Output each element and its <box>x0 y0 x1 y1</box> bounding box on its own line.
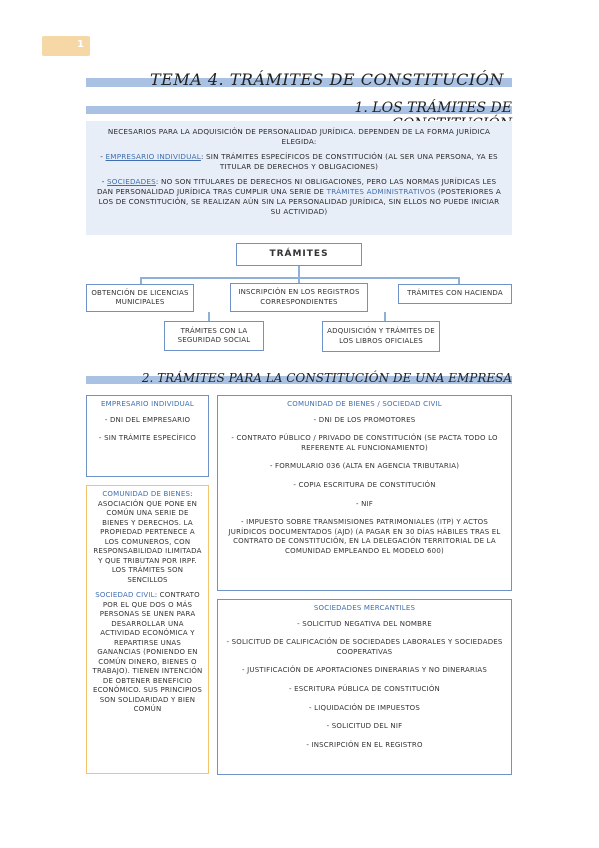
individual-text: : SIN TRÁMITES ESPECÍFICOS DE CONSTITUCI… <box>200 152 498 171</box>
connector-lower-right <box>384 312 386 322</box>
section2-highlight-band <box>86 376 512 384</box>
connector-right <box>458 277 460 285</box>
comunidad-item: - CONTRATO PÚBLICO / PRIVADO DE CONSTITU… <box>231 434 498 452</box>
tramite-libros-box: ADQUISICIÓN Y TRÁMITES DE LOS LIBROS OFI… <box>322 321 440 352</box>
connector-vertical <box>298 266 300 278</box>
sociedades-text-b: (POSTERIORES A LOS DE CONSTITUCIÓN, SE R… <box>98 187 502 216</box>
mercantiles-item: - SOLICITUD NEGATIVA DEL NOMBRE <box>297 619 432 628</box>
mercantiles-item: - SOLICITUD DE CALIFICACIÓN DE SOCIEDADE… <box>226 638 503 656</box>
sc-text: : CONTRATO POR EL QUE DOS O MÁS PERSONAS… <box>92 591 203 713</box>
intro-box: NECESARIOS PARA LA ADQUISICIÓN DE PERSON… <box>86 121 512 235</box>
title-highlight-band <box>86 78 512 87</box>
mercantiles-panel: SOCIEDADES MERCANTILES - SOLICITUD NEGAT… <box>217 599 512 775</box>
mercantiles-item: - ESCRITURA PÚBLICA DE CONSTITUCIÓN <box>289 684 440 693</box>
individual-panel: EMPRESARIO INDIVIDUAL - DNI DEL EMPRESAR… <box>86 395 209 477</box>
connector-lower-left <box>208 312 210 322</box>
sociedades-text-a: : NO SON TITULARES DE DERECHOS NI OBLIGA… <box>96 177 497 196</box>
comunidad-item: - FORMULARIO 036 (ALTA EN AGENCIA TRIBUT… <box>269 462 460 471</box>
tramite-licencias-box: OBTENCIÓN DE LICENCIAS MUNICIPALES <box>86 284 194 312</box>
definitions-box: COMUNIDAD DE BIENES: ASOCIACIÓN QUE PONE… <box>86 485 209 774</box>
sociedades-term: SOCIEDADES <box>107 177 156 186</box>
mercantiles-item: - INSCRIPCIÓN EN EL REGISTRO <box>306 740 423 749</box>
mercantiles-item: - JUSTIFICACIÓN DE APORTACIONES DINERARI… <box>242 666 487 675</box>
intro-paragraph: NECESARIOS PARA LA ADQUISICIÓN DE PERSON… <box>107 127 491 146</box>
intro-individual: - EMPRESARIO INDIVIDUAL: SIN TRÁMITES ES… <box>100 152 498 171</box>
individual-item: - SIN TRÁMITE ESPECÍFICO <box>98 434 197 443</box>
tramite-registros-box: INSCRIPCIÓN EN LOS REGISTROS CORRESPONDI… <box>230 283 368 312</box>
tramites-admin-term: TRÁMITES ADMINISTRATIVOS <box>326 187 436 196</box>
comunidad-item: - IMPUESTO SOBRE TRANSMISIONES PATRIMONI… <box>228 518 501 555</box>
tramites-label-box: TRÁMITES <box>236 243 362 266</box>
comunidad-item: - NIF <box>355 499 374 508</box>
cb-text: : ASOCIACIÓN QUE PONE EN COMÚN UNA SERIE… <box>93 490 202 584</box>
mercantiles-item: - LIQUIDACIÓN DE IMPUESTOS <box>308 703 421 712</box>
individual-item: - DNI DEL EMPRESARIO <box>104 415 191 424</box>
individual-header: EMPRESARIO INDIVIDUAL <box>100 400 194 408</box>
tramite-seguridad-social-box: TRÁMITES CON LA SEGURIDAD SOCIAL <box>164 321 264 351</box>
intro-sociedades: - SOCIEDADES: NO SON TITULARES DE DERECH… <box>96 177 502 216</box>
page-number: 1 <box>77 39 84 50</box>
individual-term: EMPRESARIO INDIVIDUAL <box>105 152 201 161</box>
mercantiles-header: SOCIEDADES MERCANTILES <box>313 604 416 612</box>
page-number-badge: 1 <box>42 36 90 56</box>
cb-definition: COMUNIDAD DE BIENES: ASOCIACIÓN QUE PONE… <box>92 490 203 585</box>
section1-highlight-band <box>86 106 512 114</box>
comunidad-item: - DNI DE LOS PROMOTORES <box>313 415 416 424</box>
connector-middle <box>298 277 300 283</box>
cb-term: COMUNIDAD DE BIENES <box>102 490 191 498</box>
connector-left <box>140 277 142 285</box>
comunidad-header: COMUNIDAD DE BIENES / SOCIEDAD CIVIL <box>287 400 442 408</box>
mercantiles-item: - SOLICITUD DEL NIF <box>326 722 403 731</box>
tramite-hacienda-box: TRÁMITES CON HACIENDA <box>398 284 512 304</box>
page-title: TEMA 4. TRÁMITES DE CONSTITUCIÓN <box>150 70 504 89</box>
comunidad-item: - COPIA ESCRITURA DE CONSTITUCIÓN <box>293 480 436 489</box>
section2-heading: 2. TRÁMITES PARA LA CONSTITUCIÓN DE UNA … <box>141 371 512 385</box>
sc-term: SOCIEDAD CIVIL <box>95 591 155 599</box>
comunidad-panel: COMUNIDAD DE BIENES / SOCIEDAD CIVIL - D… <box>217 395 512 591</box>
sc-definition: SOCIEDAD CIVIL: CONTRATO POR EL QUE DOS … <box>92 591 203 715</box>
